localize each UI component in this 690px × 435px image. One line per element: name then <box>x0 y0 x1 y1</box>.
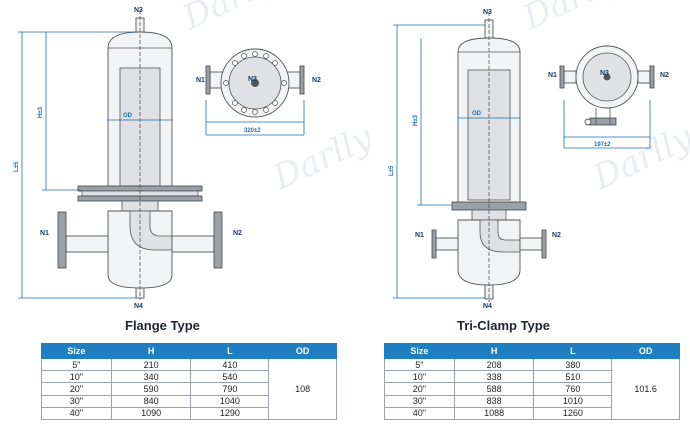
header-l: L <box>190 343 270 359</box>
h3-label: H±3 <box>413 114 419 126</box>
h3-label: H±3 <box>38 106 44 118</box>
n1-top-label: N1 <box>548 72 557 79</box>
cell-size: 20" <box>41 382 112 396</box>
cell-l: 760 <box>533 382 613 396</box>
flange-side-view <box>57 10 223 300</box>
header-size: Size <box>41 343 112 359</box>
watermark: Darlly <box>266 117 379 198</box>
cell-l: 510 <box>533 370 613 384</box>
header-h: H <box>110 343 192 359</box>
header-size: Size <box>384 343 455 359</box>
triclamp-dimensions: L±5 H±3 OD <box>389 24 520 299</box>
cell-size: 30" <box>41 394 112 408</box>
watermark: Darlly <box>586 117 690 198</box>
flange-type-title: Flange Type <box>125 318 200 333</box>
cell-od: 101.6 <box>611 358 680 420</box>
cell-l: 540 <box>190 370 270 384</box>
n1-top-label: N1 <box>196 77 205 84</box>
cell-h: 340 <box>110 370 192 384</box>
od-label: OD <box>123 113 133 119</box>
n1-label: N1 <box>40 230 49 237</box>
triclamp-spec-table: Size H L OD 5" 208 380 101.6 10" 338 510… <box>384 343 680 420</box>
table-row: 5" 210 410 108 <box>41 357 337 420</box>
table-row: 40" 1090 1290 <box>41 406 337 420</box>
watermark: Darlly <box>516 0 629 39</box>
cell-l: 1260 <box>533 406 613 420</box>
n2-top-label: N2 <box>660 72 669 79</box>
triclamp-top-view <box>559 45 655 149</box>
n1-label: N1 <box>415 232 424 239</box>
cell-size: 10" <box>41 370 112 384</box>
table-row: 10" 338 510 <box>384 370 680 384</box>
cell-h: 588 <box>453 382 535 396</box>
flange-top-view <box>205 48 305 136</box>
cell-size: 30" <box>384 394 455 408</box>
n3-top-label: N3 <box>248 76 257 83</box>
flange-spec-table: Size H L OD 5" 210 410 108 10" 340 540 2… <box>41 343 337 420</box>
cell-size: 40" <box>384 406 455 420</box>
triclamp-side-view <box>431 12 547 302</box>
table-row: 10" 340 540 <box>41 370 337 384</box>
n3-top-label: N3 <box>600 70 609 77</box>
header-l: L <box>533 343 613 359</box>
n3-label: N3 <box>483 9 492 16</box>
cell-h: 838 <box>453 394 535 408</box>
cell-h: 1088 <box>453 406 535 420</box>
header-h: H <box>453 343 535 359</box>
cell-h: 590 <box>110 382 192 396</box>
cell-l: 790 <box>190 382 270 396</box>
technical-drawing: Darlly Darlly Darlly Darlly <box>14 0 690 310</box>
od-label: OD <box>472 111 482 117</box>
cell-size: 20" <box>384 382 455 396</box>
clamp-width-dim: 197±2 <box>594 142 611 148</box>
l5-label: L±5 <box>14 161 20 172</box>
cell-h: 338 <box>453 370 535 384</box>
table-row: 20" 588 760 <box>384 382 680 396</box>
watermark: Darlly <box>176 0 289 39</box>
cell-l: 1290 <box>190 406 270 420</box>
n4-label: N4 <box>483 303 492 310</box>
table-header-row: Size H L OD <box>41 343 337 359</box>
cell-h: 208 <box>453 357 535 372</box>
cell-h: 840 <box>110 394 192 408</box>
cell-h: 210 <box>110 357 192 372</box>
cell-size: 40" <box>41 406 112 420</box>
n2-label: N2 <box>233 230 242 237</box>
flange-dimensions: L±5 H±3 OD <box>14 31 172 299</box>
l5-label: L±5 <box>389 165 395 176</box>
cell-size: 5" <box>41 357 112 372</box>
cell-l: 380 <box>533 357 613 372</box>
cell-h: 1090 <box>110 406 192 420</box>
table-row: 5" 208 380 101.6 <box>384 357 680 420</box>
header-od: OD <box>268 343 337 359</box>
table-row: 40" 1088 1260 <box>384 406 680 420</box>
cell-od: 108 <box>268 358 337 420</box>
n2-top-label: N2 <box>312 77 321 84</box>
cell-size: 5" <box>384 357 455 372</box>
triclamp-type-title: Tri-Clamp Type <box>457 318 550 333</box>
cell-l: 410 <box>190 357 270 372</box>
cell-l: 1010 <box>533 394 613 408</box>
cell-l: 1040 <box>190 394 270 408</box>
flange-width-dim: 320±2 <box>244 128 261 134</box>
header-od: OD <box>611 343 680 359</box>
cell-size: 10" <box>384 370 455 384</box>
table-header-row: Size H L OD <box>384 343 680 359</box>
n2-label: N2 <box>552 232 561 239</box>
n3-label: N3 <box>134 7 143 14</box>
n4-label: N4 <box>134 303 143 310</box>
